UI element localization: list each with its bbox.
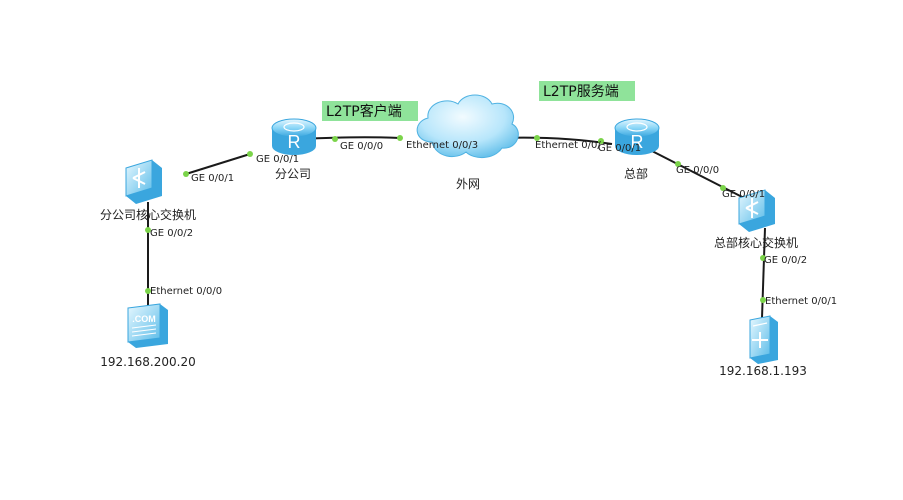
svg-text:.COM: .COM [132,314,156,324]
internet-cloud[interactable]: 外网 [416,94,519,191]
cloud-icon [416,94,519,158]
port-dots [145,135,766,303]
port-dot [760,255,766,261]
l2tp-server-tag: L2TP服务端 [539,81,635,101]
link-hqrouter-hqswitch[interactable] [651,150,751,202]
branch-switch-label: 分公司核心交换机 [100,207,196,222]
port-dot [720,185,726,191]
hq-router[interactable]: R 总部 [614,118,660,181]
hq-router-label: 总部 [624,166,648,181]
port-dot [332,136,338,142]
l2tp-server-tag-text: L2TP服务端 [543,84,619,100]
branch-pc-label: 192.168.200.20 [100,355,195,369]
port-dot [397,135,403,141]
hq-switch[interactable]: 总部核心交换机 [714,189,798,250]
svg-text:R: R [631,132,644,152]
hq-server[interactable]: 192.168.1.193 [719,315,807,378]
l2tp-client-tag-text: L2TP客户端 [326,103,402,120]
port-dot [760,297,766,303]
port-dot [675,161,681,167]
port-label: GE 0/0/2 [764,255,807,266]
port-dot [145,288,151,294]
port-label: Ethernet 0/0/ [535,140,601,151]
client-pc-icon: .COM [127,303,168,348]
router-icon: R [614,118,660,155]
branch-pc[interactable]: .COM 192.168.200.20 [100,303,196,369]
port-labels: GE 0/0/1 GE 0/0/1 GE 0/0/0 Ethernet 0/0/… [150,140,837,307]
router-icon: R [271,118,317,155]
port-label: Ethernet 0/0/1 [765,296,837,307]
branch-switch[interactable]: 分公司核心交换机 [100,159,196,222]
port-label: GE 0/0/0 [676,165,719,176]
links [147,136,766,319]
port-label: GE 0/0/1 [722,189,765,200]
port-label: Ethernet 0/0/3 [406,140,478,151]
switch-icon [738,189,775,232]
branch-router-label: 分公司 [275,167,311,181]
server-icon [749,315,778,364]
port-label: GE 0/0/1 [191,173,234,184]
port-dot [145,227,151,233]
internet-label: 外网 [456,177,480,191]
port-label: GE 0/0/0 [340,141,383,152]
port-label: GE 0/0/1 [598,143,641,154]
port-label: GE 0/0/1 [256,154,299,165]
port-dot [183,171,189,177]
l2tp-client-tag: L2TP客户端 [322,101,418,121]
link-branchswitch-branchrouter[interactable] [185,153,251,175]
hq-switch-label: 总部核心交换机 [714,235,798,250]
switch-icon [125,159,162,204]
port-label: Ethernet 0/0/0 [150,286,222,297]
hq-server-label: 192.168.1.193 [719,364,807,378]
branch-router[interactable]: R 分公司 [271,118,317,181]
port-dot [598,138,604,144]
link-hqswitch-hqserver[interactable] [761,227,766,319]
port-dot [534,135,540,141]
port-label: GE 0/0/2 [150,228,193,239]
port-dot [247,151,253,157]
svg-text:R: R [288,132,301,152]
